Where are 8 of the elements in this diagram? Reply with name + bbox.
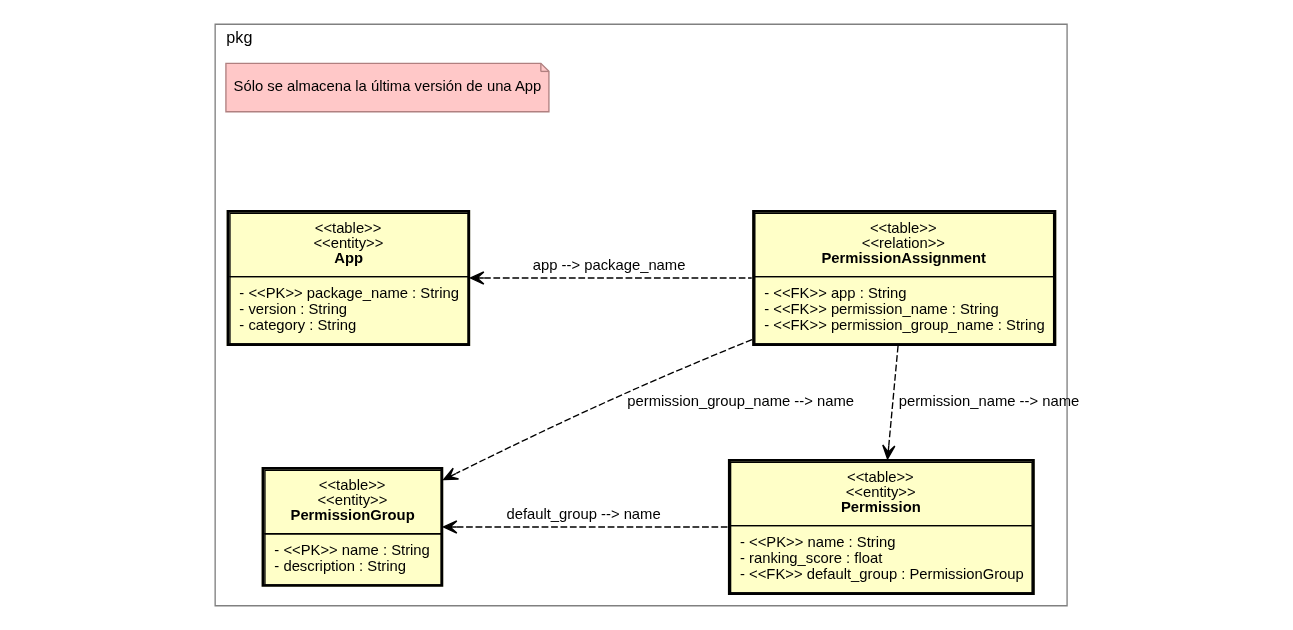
arrow bbox=[882, 345, 899, 460]
arrow bbox=[442, 520, 729, 534]
edge-label: app --> package_name bbox=[532, 256, 686, 273]
arrow bbox=[469, 271, 753, 285]
arrow bbox=[443, 338, 753, 481]
edge-label: permission_name --> name bbox=[898, 393, 1080, 410]
edge-label: default_group --> name bbox=[506, 505, 661, 522]
edge-label: permission_group_name --> name bbox=[627, 393, 854, 410]
